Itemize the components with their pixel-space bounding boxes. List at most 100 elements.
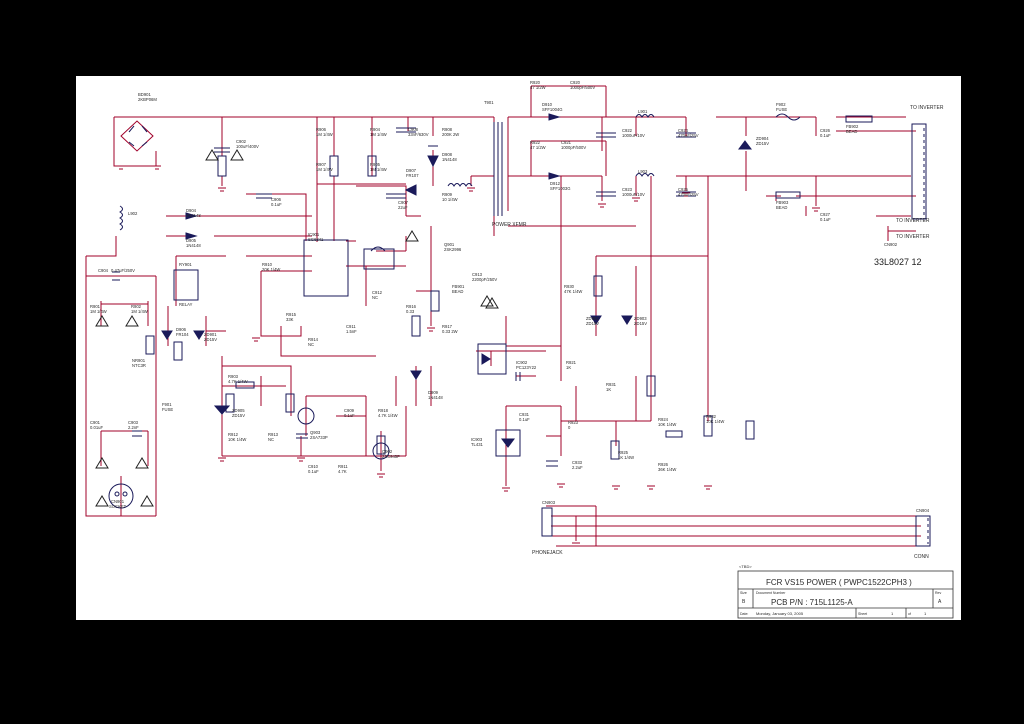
label-r921-val: 1K [566,365,571,370]
label-r911: R911 [338,464,348,469]
ground-symbols [117,165,820,547]
title-block: <TBD> FCR VS15 POWER ( PWPC1522CPH3 ) Si… [737,564,954,619]
label-q902: Q902 [382,449,393,454]
label-zd905-val: ZD15V [232,413,245,418]
label-d912: D912 [550,181,561,186]
conn-label: CONN [914,554,929,560]
label-c931: C931 [519,412,530,417]
schematic-drawing: BD901 2KBP06M L902 C902 100uF/400V C904 … [85,80,954,619]
label-r932: R932 [706,414,717,419]
label-r912-val: 10K 1/4W [228,437,246,442]
label-r918: R918 [378,408,389,413]
label-q903-val: 2SA733P [310,435,328,440]
label-bd901-val: 2KBP06M [138,97,157,102]
label-c902-val: 100uF/400V [236,144,259,149]
label-f901-val: FUSE [162,407,173,412]
schematic-sheet: BD901 2KBP06M L902 C902 100uF/400V C904 … [76,76,961,620]
label-r921: R921 [566,360,577,365]
label-d905-val: 1N4148 [186,243,201,248]
label-r903-val: 4.7K 1/4W [228,379,248,384]
label-fb901-val: BEAD [452,289,463,294]
label-q903: Q903 [310,430,321,435]
label-c910-val: 0.1uF [308,469,319,474]
label-r916: R916 [406,304,417,309]
part-number: 33L8027 12 [874,257,922,267]
title-block-rev-label: Rev [935,591,941,595]
label-r914: R914 [308,337,319,342]
title-block-size: B [742,599,746,605]
label-fb902: FB902 [846,124,859,129]
label-fb901: FB901 [452,284,465,289]
label-c902: C902 [236,139,247,144]
label-r906: R906 [316,127,327,132]
label-r924: R924 [658,417,669,422]
label-c901: C901 [90,420,101,425]
label-r920: R920 [530,80,541,85]
label-f902: F902 [776,102,786,107]
label-zd905: ZD905 [232,408,245,413]
title-block-of-label: of [908,612,911,616]
label-c926-val: 0.1uF [820,133,831,138]
label-r911-val: 4.7K [338,469,347,474]
label-r931-val: 1K [606,387,611,392]
label-r922: R922 [530,140,541,145]
label-fb903: FB903 [776,200,789,205]
label-r905: R905 [370,162,381,167]
label-c931-val: 0.1uF [519,417,530,422]
label-r923: R923 [568,420,579,425]
label-cn901: CN901 [111,499,125,504]
label-ic903-val: TL431 [471,442,484,447]
label-ic903: IC903 [471,437,483,442]
label-cn903: CN903 [542,500,556,505]
label-r931: R931 [606,382,617,387]
title-block-date-label: Date: [740,612,748,616]
to-inverter-label-2: TO INVERTER [896,218,930,224]
label-c912: C912 [372,290,383,295]
label-r915: R915 [286,312,297,317]
label-cn901-val: SOCKET [109,504,127,509]
label-f902-val: FUSE [776,107,787,112]
label-q901: Q901 [444,242,455,247]
label-r930-val: 47K 1/4W [564,289,582,294]
label-fb903-val: BEAD [776,205,787,210]
label-r904-val: 1M 1/4W [370,132,387,137]
label-r905-val: 1M 1/4W [370,167,387,172]
label-r925: R925 [618,450,629,455]
label-c909: C909 [344,408,355,413]
label-r924-val: 10K 1/4W [658,422,676,427]
label-c927: C927 [820,212,831,217]
label-c907-val: 22uF [398,205,408,210]
label-zd901-val: ZD15V [204,337,217,342]
title-block-rev: A [938,599,942,605]
label-c910: C910 [308,464,319,469]
label-c904-val: 0.47uF/250V [111,268,135,273]
title-block-doc-number: PCB P/N : 715L1125-A [771,598,853,607]
label-zd904-val: ZD15V [756,141,769,146]
label-r906-val: 1M 1/4W [316,132,333,137]
label-c911-val: 1.5nF [346,329,357,334]
label-c909-val: 0.1uF [344,413,355,418]
label-zd901: ZD901 [204,332,217,337]
label-d907: D907 [406,168,417,173]
label-c925-val: 470uF/25V [678,192,699,197]
title-block-sheet-label: Sheet [858,612,867,616]
label-r917-val: 0.33 2W [442,329,458,334]
label-c906-val: 0.1uF [271,202,282,207]
label-q901-val: 2SK2996 [444,247,462,252]
label-c908-val: 33nF/630V [408,132,429,137]
label-cn904: CN904 [916,508,930,513]
label-zd904: ZD904 [756,136,769,141]
label-r913-val: NC [268,437,274,442]
label-r910-val: 20K 1/4W [262,267,280,272]
label-d908-val: 1N4148 [442,157,457,162]
label-c927-val: 0.1uF [820,217,831,222]
label-r917: R917 [442,324,453,329]
label-c933: C933 [572,460,583,465]
label-r908-val: 200K 2W [442,132,459,137]
phone-jack-label: PHONEJACK [532,550,563,556]
label-ic902: IC902 [516,360,528,365]
label-c924: C924 [678,128,689,133]
label-c920-val: 1000pF/500V [570,85,595,90]
label-zd902: ZD902 [586,316,599,321]
net-labels: TO INVERTER TO INVERTER TO INVERTER POWE… [492,105,944,560]
